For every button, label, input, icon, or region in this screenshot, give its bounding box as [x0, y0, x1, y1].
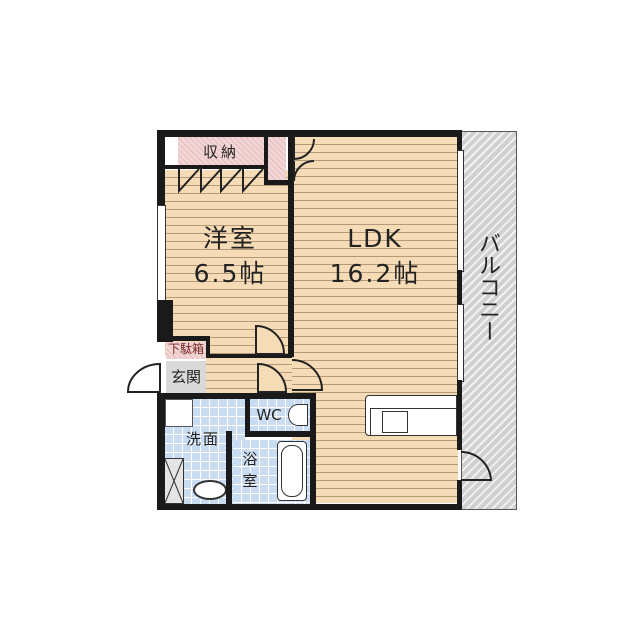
wall-shoebox-right: [206, 336, 210, 358]
wall-bottom: [157, 504, 462, 510]
window-ldk-upper[interactable]: [457, 150, 464, 272]
entrance-label: 玄関: [170, 368, 201, 386]
window-ldk-lower[interactable]: [457, 304, 464, 382]
wall-storage-right: [264, 137, 268, 185]
storage-label: 収納: [202, 143, 239, 161]
wall-wash-bath: [226, 431, 232, 506]
door-entrance[interactable]: [126, 362, 162, 394]
door-storage-1[interactable]: [178, 168, 222, 194]
western-room-name: 洋室: [202, 224, 257, 253]
wall-western-bottom: [206, 354, 292, 358]
western-room-floor: [165, 170, 290, 355]
wall-storage-small-bottom: [264, 180, 292, 185]
wall-toilet-left: [245, 399, 250, 435]
washroom-label: 洗面: [185, 430, 220, 448]
wall-toilet-bottom: [245, 431, 315, 437]
wall-left-mid: [157, 300, 173, 342]
bathroom-label-2: 室: [242, 472, 258, 490]
wall-storage-bottom: [165, 165, 265, 169]
balcony-label: バルコニー: [475, 232, 500, 342]
ldk-name: LDK: [347, 224, 403, 253]
washing-machine-pan: [165, 399, 193, 427]
wall-top: [157, 130, 462, 137]
door-ldk-closet[interactable]: [292, 137, 322, 183]
window-western-room[interactable]: [157, 205, 166, 302]
kitchen-sink: [382, 411, 408, 433]
wall-western-ldk: [288, 137, 294, 357]
wall-wet-top: [165, 393, 315, 399]
wall-left-upper: [157, 130, 165, 205]
wall-right-mid: [457, 270, 462, 304]
western-room-size: 6.5帖: [193, 259, 267, 288]
washbasin: [193, 480, 227, 500]
storage-area: [178, 137, 264, 165]
toilet-bowl: [288, 404, 308, 426]
shoe-box-label: 下駄箱: [167, 342, 204, 356]
door-ldk[interactable]: [290, 358, 326, 392]
wall-left-lower: [157, 393, 165, 508]
wall-wet-right: [310, 393, 316, 508]
door-toilet[interactable]: [256, 362, 290, 394]
ldk-floor: [292, 137, 458, 503]
closet-x-icon: [164, 458, 184, 504]
toilet-label: WC: [256, 406, 282, 424]
wall-right-bottom: [457, 480, 462, 510]
ldk-size: 16.2帖: [329, 259, 421, 288]
shoe-box-area: [166, 342, 206, 359]
wall-shoebox-top: [165, 336, 209, 341]
entrance-floor: [166, 361, 206, 393]
bathtub-inner: [281, 445, 303, 497]
balcony-area: [461, 131, 517, 510]
wall-right-lower: [457, 380, 462, 450]
storage-closet-small: [266, 137, 286, 181]
wall-right-top: [457, 130, 462, 150]
bathroom-label-1: 浴: [242, 450, 258, 468]
door-storage-2[interactable]: [220, 168, 264, 194]
door-balcony[interactable]: [460, 450, 495, 482]
door-western-room[interactable]: [254, 324, 288, 356]
